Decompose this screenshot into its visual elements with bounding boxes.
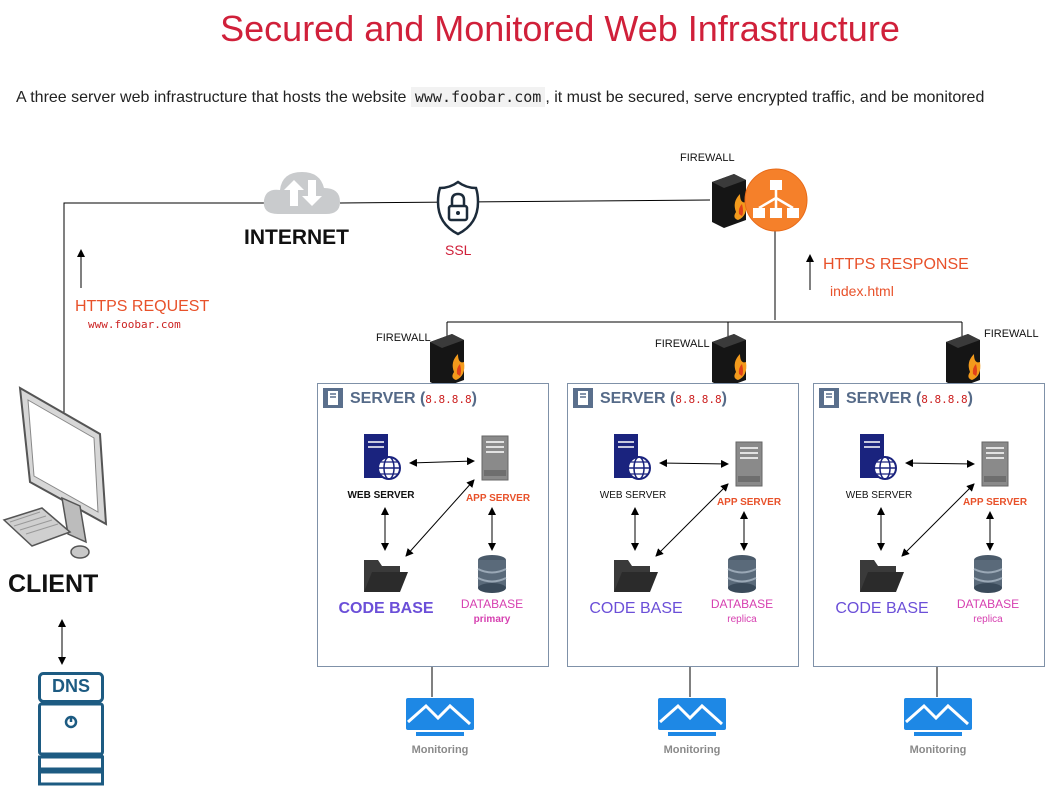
server-icon (323, 388, 343, 408)
dns-label: DNS (51, 676, 90, 696)
server-1-flow-arrows (381, 457, 496, 557)
database-label: DATABASE (710, 597, 774, 611)
firewall-icon (430, 334, 465, 388)
web-server-icon (364, 434, 401, 480)
web-server-icon (614, 434, 651, 480)
monitoring-icon (904, 698, 972, 736)
server-title: SERVER (8.8.8.8) (350, 390, 477, 407)
monitoring-icon (406, 698, 474, 736)
firewall-label-main: FIREWALL (680, 152, 735, 164)
folder-icon (614, 560, 658, 592)
database-role: primary (473, 614, 511, 625)
dns-server: DNS (38, 672, 104, 788)
server-box-1: SERVER (8.8.8.8) WEB SERVER APP SERVER C… (317, 383, 549, 667)
server-ip: 8.8.8.8 (675, 393, 722, 406)
subtitle-tail: , it must be secured, serve encrypted tr… (545, 89, 985, 106)
firewall-label-server-1: FIREWALL (376, 332, 431, 344)
server-box-2: SERVER (8.8.8.8) WEB SERVER APP SERVER C… (567, 383, 799, 667)
ssl-label: SSL (445, 242, 472, 258)
app-server-icon (981, 441, 1009, 487)
web-server-icon (860, 434, 897, 480)
subtitle: A three server web infrastructure that h… (16, 87, 985, 107)
code-base-label: CODE BASE (835, 600, 929, 617)
https-request-domain: www.foobar.com (88, 318, 181, 331)
firewall-icon (946, 334, 981, 388)
database-icon (727, 555, 757, 593)
monitoring-label: Monitoring (411, 744, 469, 756)
app-server-icon (735, 441, 763, 487)
server-box-3: SERVER (8.8.8.8) WEB SERVER APP SERVER C… (813, 383, 1045, 667)
server-ip: 8.8.8.8 (921, 393, 968, 406)
client-computer-icon (2, 386, 108, 559)
server-icon (573, 388, 593, 408)
monitoring-label: Monitoring (909, 744, 967, 756)
firewall-label-server-3: FIREWALL (984, 328, 1039, 340)
server-title: SERVER (8.8.8.8) (600, 390, 727, 407)
https-request-label: HTTPS REQUEST (75, 298, 210, 315)
load-balancer-icon (744, 168, 808, 232)
database-icon (477, 555, 507, 593)
subtitle-domain: www.foobar.com (410, 87, 546, 107)
server-ip: 8.8.8.8 (425, 393, 472, 406)
page-title: Secured and Monitored Web Infrastructure (220, 8, 900, 49)
folder-icon (860, 560, 904, 592)
database-label: DATABASE (460, 597, 524, 611)
database-role: replica (727, 614, 757, 625)
firewall-label-server-2: FIREWALL (655, 338, 710, 350)
internet-label: INTERNET (244, 226, 349, 249)
monitoring-label: Monitoring (663, 744, 721, 756)
subtitle-text: A three server web infrastructure that h… (16, 89, 407, 106)
web-server-label: WEB SERVER (347, 490, 415, 501)
app-server-label: APP SERVER (465, 493, 531, 504)
app-server-label: APP SERVER (962, 497, 1028, 508)
code-base-label: CODE BASE (338, 600, 434, 617)
dns-server-icon (38, 672, 104, 786)
ssl-shield-icon (436, 180, 480, 236)
server-2-flow-arrows (631, 459, 748, 557)
firewall-icon (712, 174, 747, 228)
code-base-label: CODE BASE (589, 600, 683, 617)
app-server-label: APP SERVER (716, 497, 782, 508)
https-response-label: HTTPS RESPONSE (823, 256, 969, 273)
database-icon (973, 555, 1003, 593)
app-server-icon (481, 435, 509, 481)
folder-icon (364, 560, 408, 592)
database-role: replica (973, 614, 1003, 625)
server-3-flow-arrows (877, 459, 994, 557)
database-label: DATABASE (956, 597, 1020, 611)
client-label: CLIENT (8, 570, 99, 598)
https-response-file: index.html (830, 283, 894, 299)
server-icon (819, 388, 839, 408)
web-server-label: WEB SERVER (599, 490, 667, 501)
server-title: SERVER (8.8.8.8) (846, 390, 973, 407)
firewall-icon (712, 334, 747, 388)
web-server-label: WEB SERVER (845, 490, 913, 501)
monitoring-icon (658, 698, 726, 736)
cloud-icon (263, 172, 340, 214)
